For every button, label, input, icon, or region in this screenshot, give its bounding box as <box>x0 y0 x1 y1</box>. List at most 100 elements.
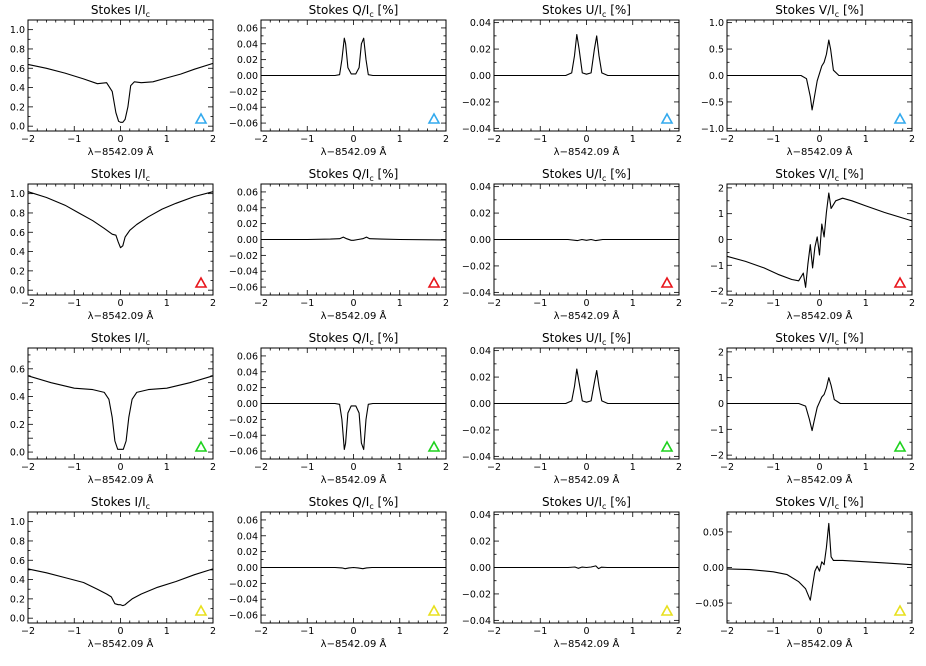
x-tick-label: −2 <box>720 462 734 473</box>
y-tick-label: 0.04 <box>470 346 491 357</box>
triangle-marker-icon <box>660 604 674 616</box>
x-tick-label: 2 <box>443 462 449 473</box>
y-tick-label: 0.8 <box>10 208 25 219</box>
series-line <box>727 377 912 432</box>
x-axis-label: λ−8542.09 Å <box>88 637 154 650</box>
triangle-marker-icon <box>893 440 907 452</box>
y-tick-label: 0.02 <box>470 537 491 548</box>
y-tick-label: 0.00 <box>470 235 491 246</box>
x-tick-label: −1 <box>67 626 81 637</box>
x-tick-label: −2 <box>254 134 268 145</box>
triangle-marker-icon <box>194 604 208 616</box>
x-tick-label: 1 <box>397 626 403 637</box>
x-tick-label: −2 <box>254 626 268 637</box>
series-line <box>261 37 446 77</box>
y-tick-label: 0.00 <box>237 563 258 574</box>
y-tick-label: 0.04 <box>237 203 258 214</box>
y-tick-label: 0.2 <box>10 266 25 277</box>
panel-title: Stokes Q/Ic [%] <box>309 331 399 347</box>
x-tick-label: −1 <box>533 626 547 637</box>
x-tick-label: 2 <box>676 298 682 309</box>
y-tick-label: 1.0 <box>10 517 25 528</box>
x-tick-label: −1 <box>67 298 81 309</box>
x-tick-label: −1 <box>300 462 314 473</box>
y-tick-label: 0.05 <box>703 527 724 538</box>
x-tick-label: −2 <box>720 626 734 637</box>
x-tick-label: 0 <box>350 298 356 309</box>
x-axis-label: λ−8542.09 Å <box>321 637 387 650</box>
y-tick-label: 0.06 <box>237 351 258 362</box>
x-tick-label: −2 <box>21 626 35 637</box>
triangle-marker-icon <box>660 440 674 452</box>
axes-frame <box>726 183 913 296</box>
series-line <box>726 192 913 288</box>
y-tick-label: 0.02 <box>237 219 258 230</box>
panel-title: Stokes Q/Ic [%] <box>309 495 399 511</box>
x-tick-label: 1 <box>863 298 869 309</box>
panel-title: Stokes V/Ic [%] <box>775 167 863 183</box>
x-tick-label: 0 <box>583 298 589 309</box>
series-line <box>726 522 913 601</box>
axes-frame <box>27 183 214 296</box>
x-axis-label: λ−8542.09 Å <box>554 473 620 486</box>
x-tick-label: 0 <box>350 626 356 637</box>
series-line <box>261 566 446 570</box>
x-tick-label: 1 <box>397 462 403 473</box>
y-tick-label: 0.2 <box>10 420 25 431</box>
y-tick-label: 1.0 <box>10 25 25 36</box>
panel-title: Stokes U/Ic [%] <box>542 3 631 19</box>
y-tick-label: 0.4 <box>10 392 25 403</box>
x-tick-label: 1 <box>164 626 170 637</box>
y-tick-label: 2 <box>718 183 724 194</box>
y-tick-label: −0.02 <box>229 579 258 590</box>
x-tick-label: 2 <box>210 462 216 473</box>
y-tick-label: 0.8 <box>10 536 25 547</box>
y-tick-label: 0.00 <box>237 235 258 246</box>
panel-title: Stokes I/Ic <box>91 495 150 511</box>
y-tick-label: 0.02 <box>470 209 491 220</box>
axes-frame <box>27 347 214 460</box>
x-axis-label: λ−8542.09 Å <box>88 309 154 322</box>
y-tick-label: 0.04 <box>470 182 491 193</box>
x-tick-label: −1 <box>67 134 81 145</box>
x-tick-label: 2 <box>909 134 915 145</box>
y-tick-label: −0.04 <box>229 595 258 606</box>
y-tick-label: −0.04 <box>462 616 491 627</box>
y-tick-label: 0.02 <box>237 55 258 66</box>
x-axis-label: λ−8542.09 Å <box>554 145 620 158</box>
axes-frame <box>27 511 214 624</box>
y-tick-label: −0.02 <box>229 415 258 426</box>
triangle-marker-icon <box>427 604 441 616</box>
x-tick-label: −1 <box>300 626 314 637</box>
x-tick-label: −1 <box>300 298 314 309</box>
y-tick-label: 0.02 <box>470 45 491 56</box>
triangle-marker-icon <box>194 112 208 124</box>
panel-title: Stokes Q/Ic [%] <box>309 167 399 183</box>
panel-title: Stokes I/Ic <box>91 167 150 183</box>
y-tick-label: 0.0 <box>709 71 724 82</box>
y-tick-label: −1.0 <box>701 124 724 135</box>
x-tick-label: 1 <box>164 462 170 473</box>
x-tick-label: 1 <box>630 462 636 473</box>
x-tick-label: 0 <box>816 462 822 473</box>
y-tick-label: 0.0 <box>10 614 25 625</box>
x-tick-label: 1 <box>630 298 636 309</box>
x-tick-label: 0 <box>583 626 589 637</box>
y-tick-label: −0.04 <box>462 288 491 299</box>
x-axis-label: λ−8542.09 Å <box>321 145 387 158</box>
x-tick-label: 2 <box>210 298 216 309</box>
x-tick-label: −1 <box>766 134 780 145</box>
series-line <box>27 191 214 249</box>
y-tick-label: 0.00 <box>237 399 258 410</box>
x-tick-label: 2 <box>676 134 682 145</box>
x-tick-label: −2 <box>487 626 501 637</box>
y-tick-label: −0.04 <box>462 124 491 135</box>
y-tick-label: 0.4 <box>10 247 25 258</box>
y-tick-label: 0.02 <box>237 383 258 394</box>
